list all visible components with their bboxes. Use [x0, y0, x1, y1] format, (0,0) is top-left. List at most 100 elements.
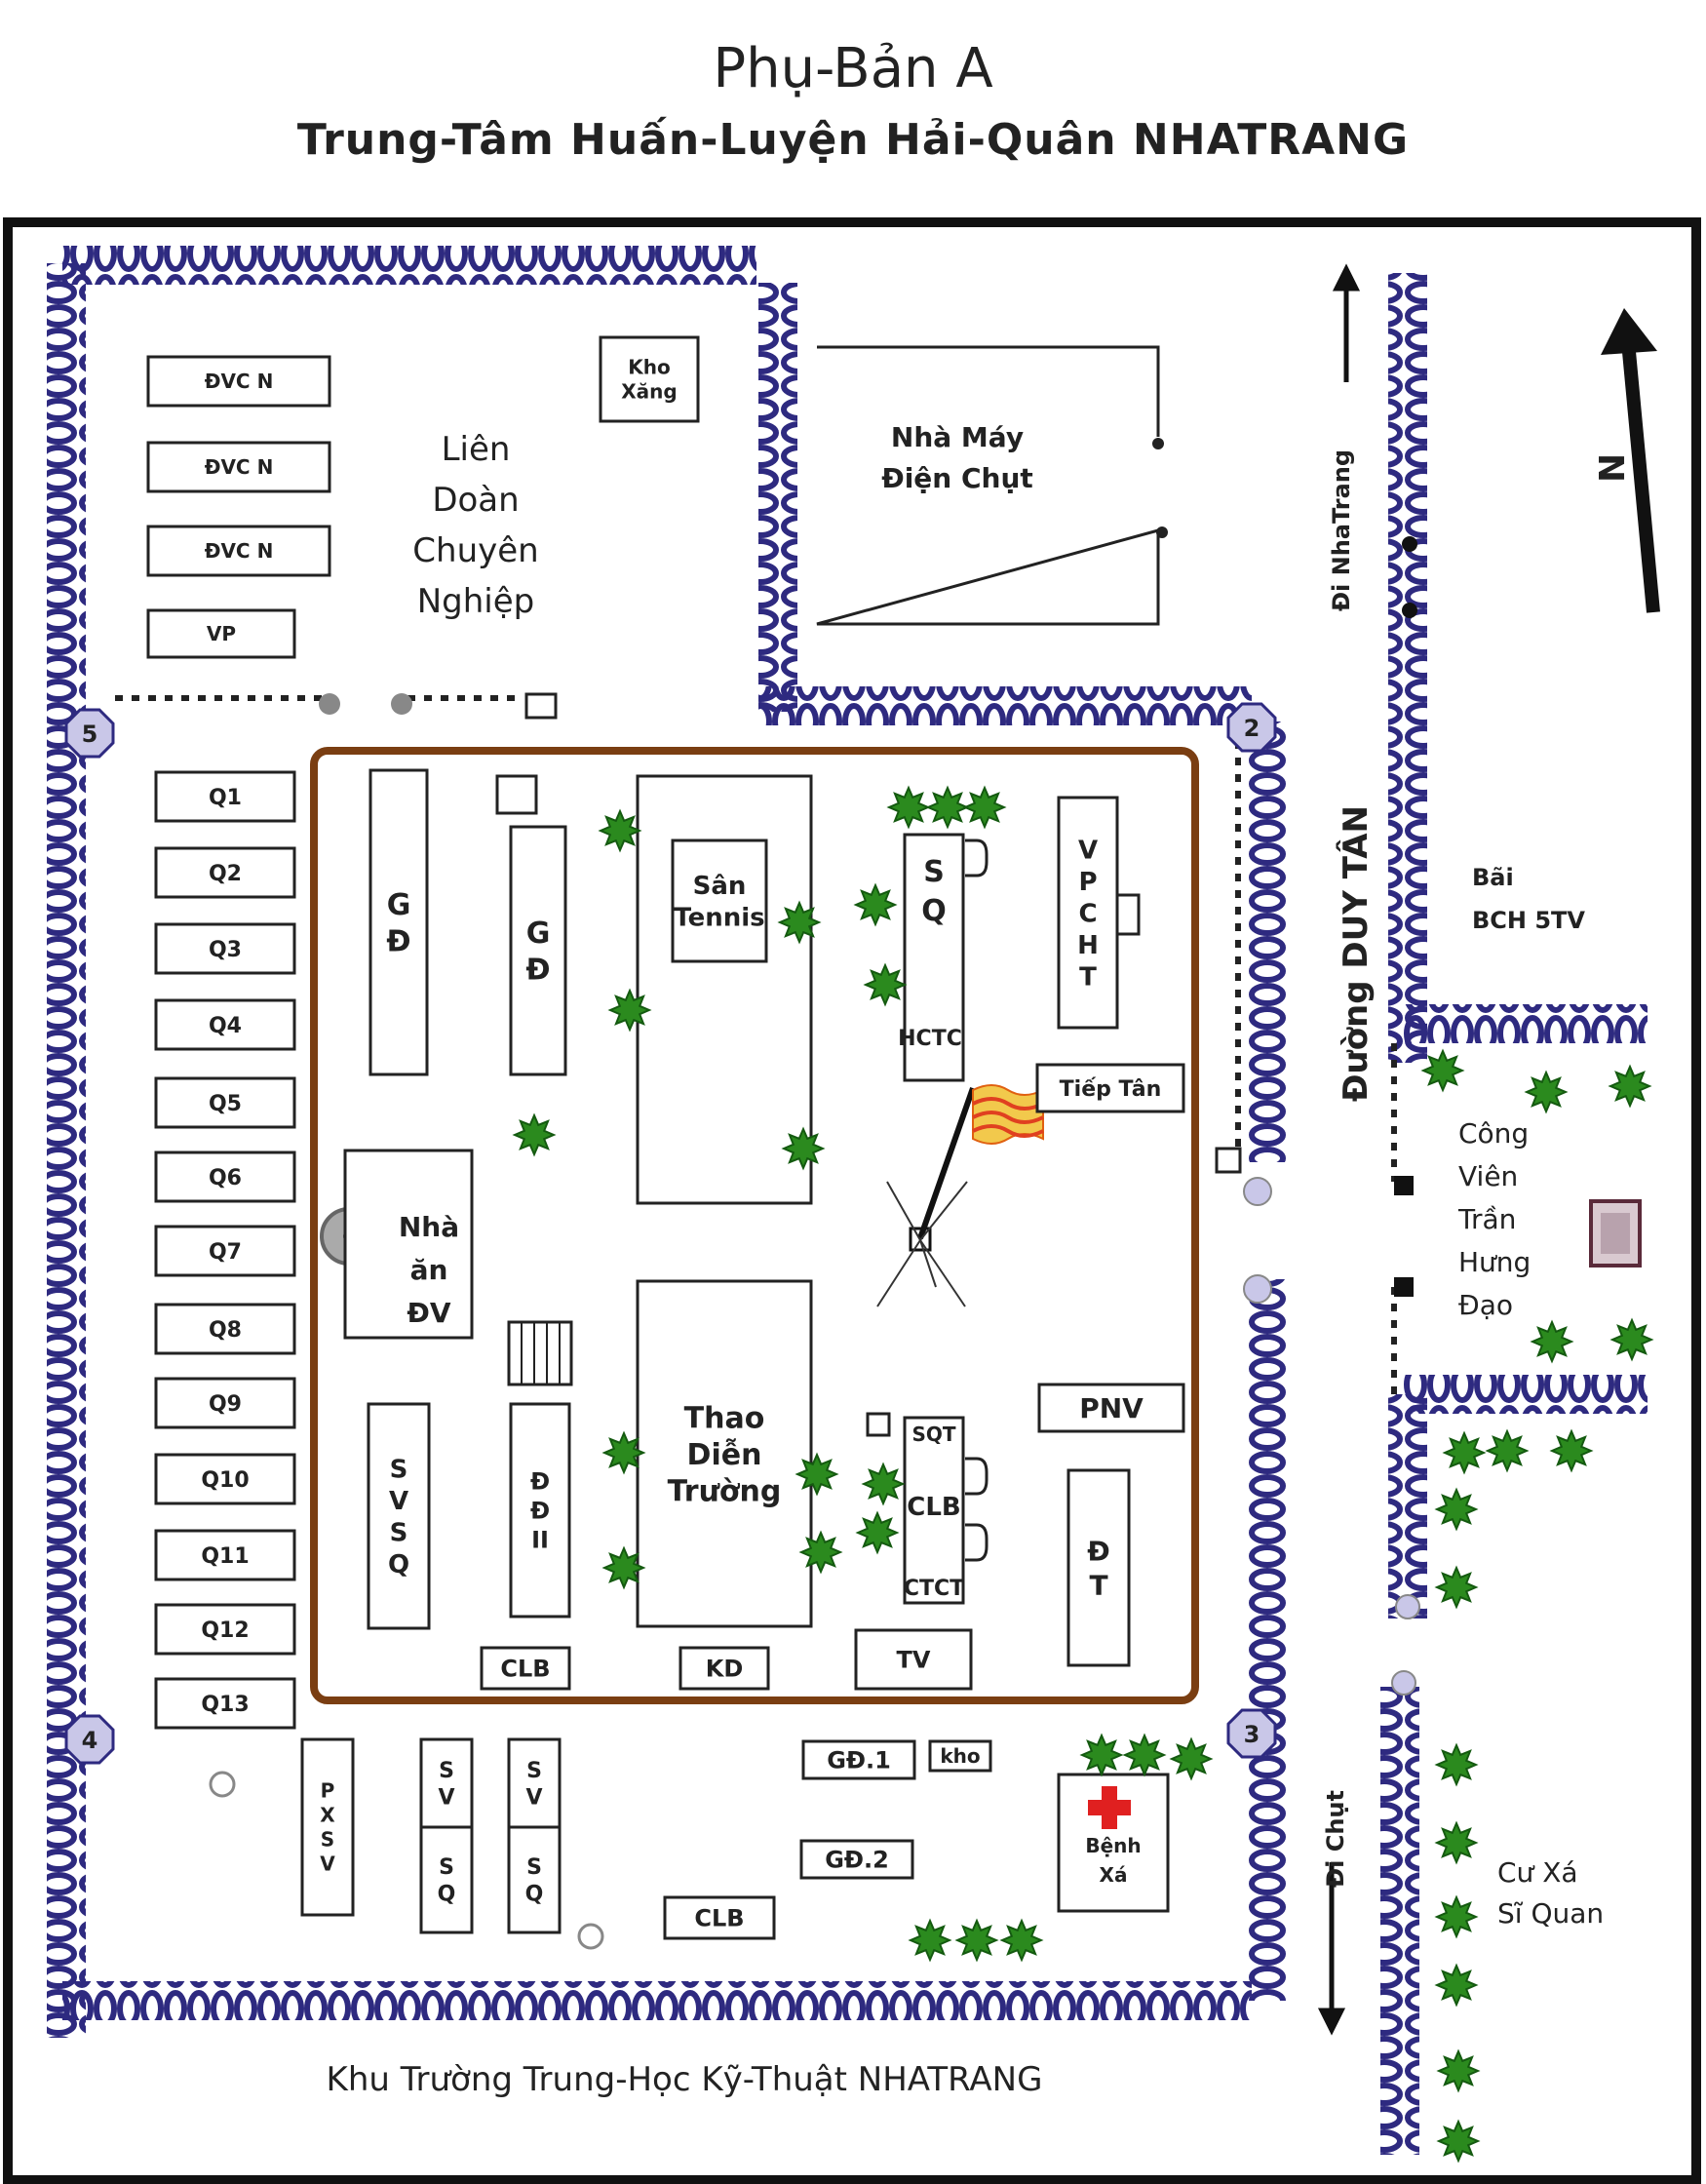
kho-building: kho — [928, 1739, 992, 1773]
gd-building-label: G — [387, 888, 411, 922]
vp-building-label: VP — [207, 622, 236, 645]
tree-icon — [1169, 1736, 1214, 1781]
tree-icon — [962, 785, 1007, 830]
gd1-building-label: GĐ.1 — [827, 1747, 891, 1774]
pxsv-building-label: X — [320, 1804, 335, 1827]
gate-marker: 5 — [64, 708, 115, 759]
hospital — [1057, 1773, 1170, 1913]
barracks-q: Q1 — [154, 770, 296, 823]
barracks-q-label: Q11 — [201, 1544, 249, 1569]
sq-small-building: SQ — [419, 1825, 474, 1934]
hospital-label: Xá — [1100, 1863, 1128, 1887]
hospital-label: Bệnh — [1085, 1834, 1141, 1857]
tree-icon — [925, 785, 970, 830]
vp-building: VP — [146, 608, 296, 659]
tree-icon — [1609, 1317, 1654, 1362]
lien-doan-label: Nghiệp — [417, 582, 535, 621]
tree-icon — [777, 900, 822, 945]
sq-small-building: SQ — [507, 1825, 562, 1934]
tree-icon — [1434, 1487, 1479, 1532]
park-label: Viên — [1458, 1160, 1518, 1192]
area-label: BCH 5TV — [1472, 907, 1585, 934]
barracks-q-label: Q2 — [209, 862, 242, 886]
gd-building: GĐ — [368, 768, 429, 1076]
gd1-building: GĐ.1 — [801, 1739, 916, 1780]
area-label: Bãi — [1472, 864, 1514, 891]
barracks-q-label: Q6 — [209, 1166, 242, 1190]
map-title: Phụ-Bản A — [713, 37, 993, 100]
tree-icon — [1549, 1428, 1594, 1473]
clb-building: CLB — [480, 1646, 571, 1691]
street-label: Đi Chụt — [1322, 1790, 1349, 1888]
clb-building: CLB — [663, 1895, 776, 1940]
kd-building-label: KD — [706, 1656, 744, 1683]
barracks-q: Q3 — [154, 922, 296, 975]
pxsv-building-label: P — [321, 1779, 335, 1803]
tree-icon — [886, 785, 931, 830]
clb-building-label: CLB — [694, 1905, 744, 1932]
tennis-court-label: Tennis — [674, 904, 764, 933]
gate-marker: 2 — [1226, 702, 1277, 753]
sv-building: SV — [507, 1737, 562, 1829]
pnv-building-label: PNV — [1079, 1392, 1144, 1424]
pxsv-building-label: V — [320, 1852, 335, 1876]
reception-building-label: Tiếp Tân — [1060, 1077, 1162, 1102]
barracks-q-label: Q10 — [201, 1468, 249, 1493]
tree-icon — [598, 808, 642, 853]
tree-icon — [798, 1530, 843, 1575]
park-label: Hưng — [1458, 1246, 1531, 1278]
barracks-q: Q4 — [154, 998, 296, 1051]
road-arrow-icon — [1317, 263, 1361, 2036]
tree-icon — [1434, 1742, 1479, 1787]
sq-building — [903, 833, 965, 1082]
dvcn-building: ĐVC N — [146, 355, 331, 408]
fence-post — [319, 693, 340, 715]
kho-xang-building-label: Xăng — [621, 380, 677, 404]
ctct-label: CTCT — [904, 1577, 964, 1601]
barracks-q-label: Q13 — [201, 1693, 249, 1717]
area-label: Cư Xá — [1497, 1856, 1578, 1889]
tree-icon — [781, 1126, 826, 1171]
clb-building-label: CLB — [500, 1656, 550, 1683]
tree-icon — [1434, 1894, 1479, 1939]
barracks-q-label: Q5 — [209, 1092, 242, 1116]
tree-icon — [795, 1452, 839, 1497]
gate-number: 5 — [82, 721, 98, 748]
gd-building-label: Đ — [525, 954, 550, 988]
north-arrow-icon — [1601, 308, 1660, 613]
tennis-court-label: Sân — [693, 872, 747, 901]
monument-icon — [1589, 1199, 1642, 1268]
sv-building: SV — [419, 1737, 474, 1829]
hctc-label: HCTC — [898, 1027, 962, 1051]
stairs-block — [507, 1320, 573, 1386]
inner-compound-wall — [310, 747, 1199, 1704]
fence-post — [391, 693, 412, 715]
guard-box — [524, 692, 558, 720]
barracks-q: Q11 — [154, 1529, 296, 1581]
tv-building: TV — [854, 1628, 973, 1691]
tree-icon — [863, 962, 908, 1007]
tree-icon — [1442, 1430, 1487, 1475]
gate-marker: 4 — [64, 1714, 115, 1765]
barracks-q-label: Q4 — [209, 1014, 242, 1038]
barracks-q: Q8 — [154, 1303, 296, 1355]
dotted-fence — [115, 695, 1397, 1394]
tree-icon — [1524, 1070, 1569, 1114]
barracks-q-label: Q3 — [209, 938, 242, 962]
dvcn-building: ĐVC N — [146, 441, 331, 493]
sq-small-building-label: S — [439, 1855, 454, 1880]
barracks-q: Q5 — [154, 1076, 296, 1129]
dining-hall-label: ĐV — [407, 1297, 450, 1329]
barracks-q-label: Q1 — [209, 786, 242, 810]
tree-icon — [954, 1918, 999, 1963]
sqt-building — [903, 1416, 965, 1605]
tree-icon — [601, 1430, 646, 1475]
sq-label: Q — [921, 894, 947, 928]
gd-building: GĐ — [509, 825, 567, 1076]
power-plant — [816, 345, 1160, 626]
sv-building-label: V — [438, 1786, 454, 1811]
tree-icon — [601, 1545, 646, 1590]
gate-number: 3 — [1244, 1721, 1260, 1748]
barracks-q: Q9 — [154, 1377, 296, 1429]
